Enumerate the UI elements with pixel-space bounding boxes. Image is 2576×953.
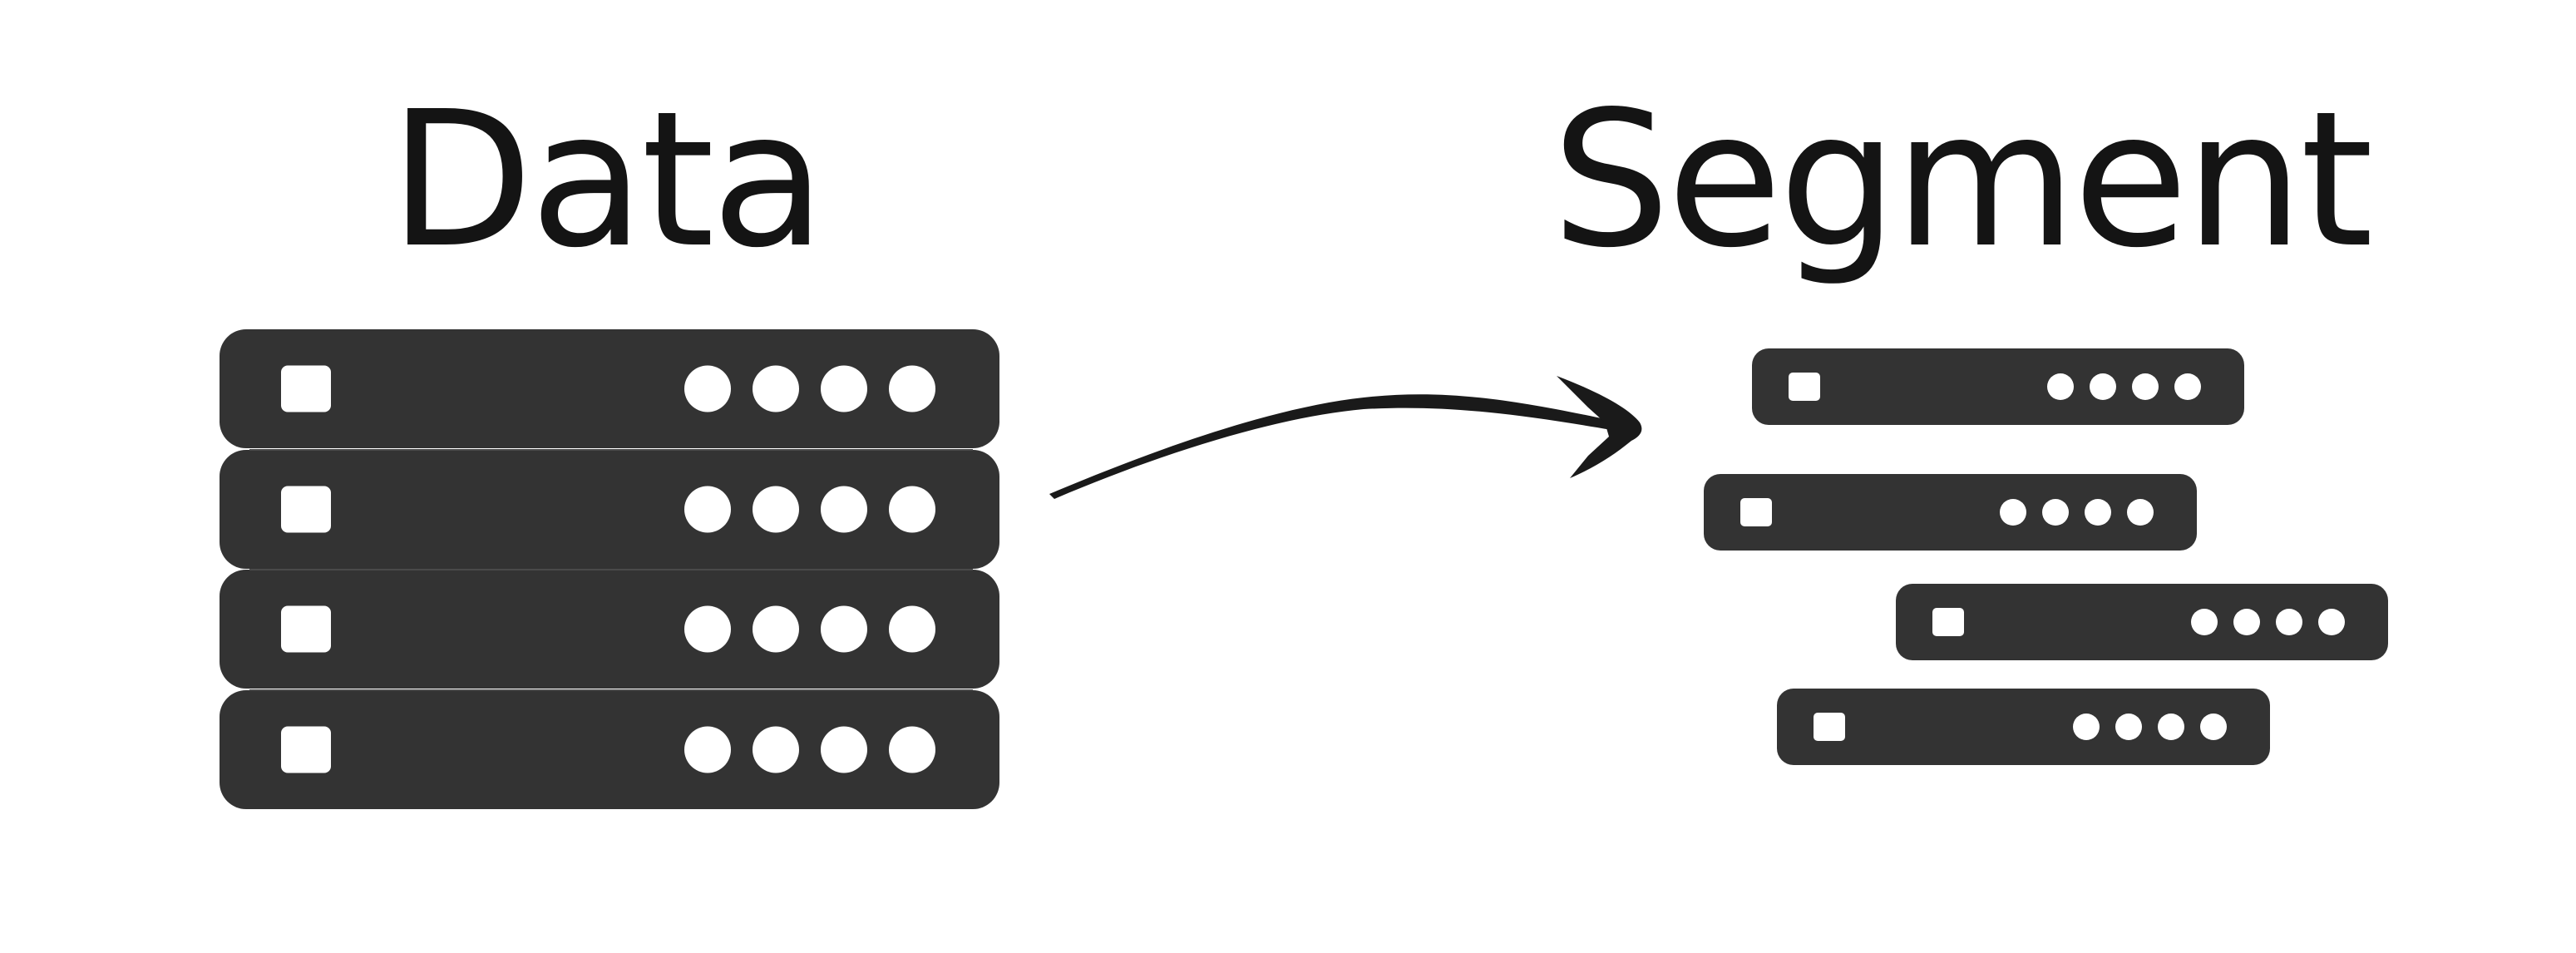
status-light-icon [684,365,731,412]
status-light-icon [2085,499,2111,526]
segment-unit-body [1704,474,2197,551]
drive-bay-icon [1932,608,1964,636]
status-light-icon [821,726,867,773]
status-light-icon [889,605,935,653]
segment-unit [1704,474,2197,551]
segment-units [1704,348,2388,765]
status-light-icon [2318,609,2345,635]
segment-unit [1752,348,2244,425]
drive-bay-icon [281,486,331,533]
status-light-icon [684,726,731,773]
status-light-icon [2115,714,2142,740]
status-light-icon [2174,373,2201,400]
status-light-icon [753,605,799,653]
data-server-unit-body [220,450,999,569]
drive-bay-icon [1740,498,1772,526]
status-light-icon [2191,609,2218,635]
status-light-icon [821,486,867,533]
arrow-head [1557,376,1642,478]
status-light-icon [753,365,799,412]
curved-arrow-icon [1049,376,1642,499]
drive-bay-icon [1814,713,1845,741]
data-server-unit [220,690,999,809]
data-server-unit [220,329,999,448]
segment-unit-body [1752,348,2244,425]
data-server-unit-body [220,690,999,809]
status-light-icon [2073,714,2100,740]
drive-bay-icon [1789,373,1820,401]
status-light-icon [753,726,799,773]
status-light-icon [889,486,935,533]
data-server-unit-body [220,329,999,448]
status-light-icon [2127,499,2154,526]
status-light-icon [821,605,867,653]
segment-unit [1896,584,2388,660]
status-light-icon [2042,499,2069,526]
status-light-icon [684,486,731,533]
status-light-icon [889,365,935,412]
status-light-icon [889,726,935,773]
segment-unit-body [1896,584,2388,660]
status-light-icon [2090,373,2116,400]
status-light-icon [821,365,867,412]
status-light-icon [2200,714,2227,740]
segment-unit-body [1777,689,2270,765]
status-light-icon [2047,373,2074,400]
segment-unit [1777,689,2270,765]
status-light-icon [2000,499,2026,526]
status-light-icon [753,486,799,533]
arrow-shaft [1049,394,1611,499]
drive-bay-icon [281,605,331,653]
data-server-unit [220,450,999,569]
segment-heading: Segment [1552,72,2373,289]
status-light-icon [684,605,731,653]
data-heading: Data [389,72,826,289]
data-server-unit [220,570,999,689]
status-light-icon [2158,714,2184,740]
server-stack-icon [220,329,999,809]
drive-bay-icon [281,726,331,773]
status-light-icon [2233,609,2260,635]
data-server-unit-body [220,570,999,689]
drive-bay-icon [281,365,331,412]
status-light-icon [2132,373,2159,400]
status-light-icon [2276,609,2302,635]
